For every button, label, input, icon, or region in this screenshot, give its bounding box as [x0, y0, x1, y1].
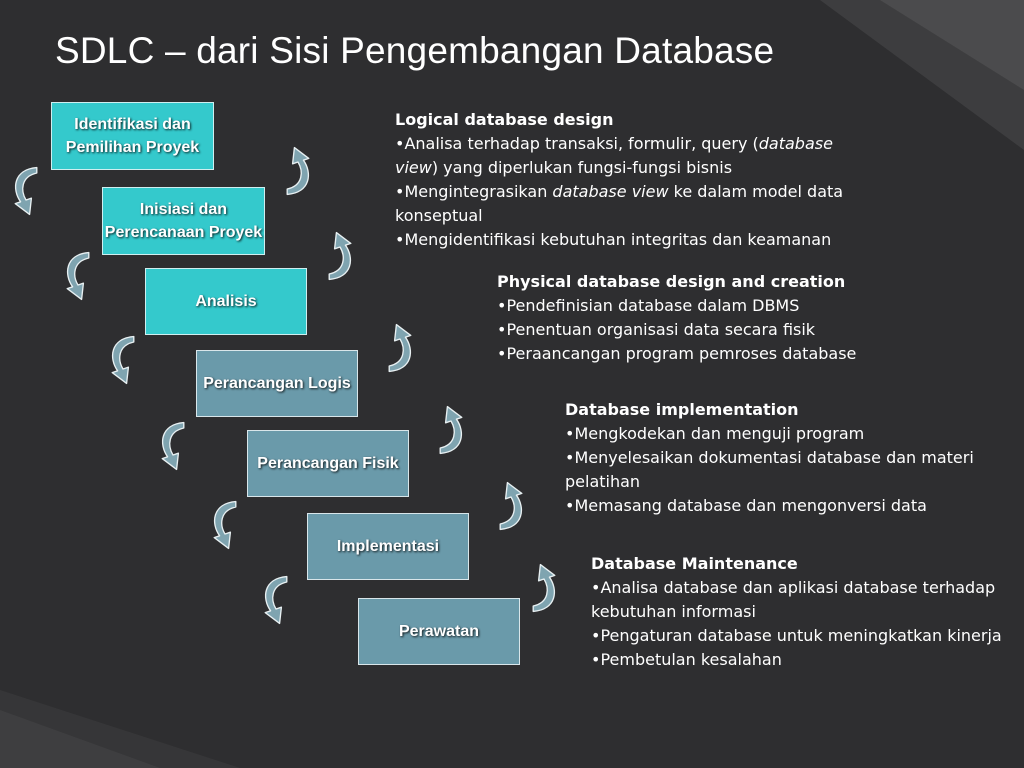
logical-design-heading: Logical database design — [395, 110, 614, 129]
step-perawatan[interactable]: Perawatan — [358, 598, 520, 665]
logical-design-item: •Mengidentifikasi kebutuhan integritas d… — [395, 230, 832, 249]
step-analisis[interactable]: Analisis — [145, 268, 307, 335]
logical-item1-rest: ) yang diperlukan fungsi-fungsi bisnis — [431, 158, 733, 177]
step-perancangan-logis[interactable]: Perancangan Logis — [196, 350, 358, 417]
physical-design-item: •Penentuan organisasi data secara fisik — [497, 320, 816, 339]
logical-design-block: Logical database design •Analisa terhada… — [395, 108, 865, 252]
step-analisis-label: Analisis — [195, 293, 257, 310]
slide-title: SDLC – dari Sisi Pengembangan Database — [55, 30, 775, 71]
maintenance-block: Database Maintenance •Analisa database d… — [591, 552, 1011, 672]
implementation-heading: Database implementation — [565, 400, 799, 419]
logical-design-item: •Mengintegrasikan database view ke dalam… — [395, 180, 865, 228]
step-identifikasi-line1: Identifikasi dan — [74, 116, 191, 133]
step-perancangan-logis-label: Perancangan Logis — [203, 375, 351, 392]
step-inisiasi-line1: Inisiasi dan — [139, 201, 228, 218]
logical-item2-emphasis: database view — [552, 182, 669, 201]
logical-design-item: •Analisa terhadap transaksi, formulir, q… — [395, 132, 865, 180]
physical-design-item: •Peraancangan program pemroses database — [497, 344, 857, 363]
physical-design-item: •Pendefinisian database dalam DBMS — [497, 296, 800, 315]
step-perancangan-fisik[interactable]: Perancangan Fisik — [247, 430, 409, 497]
step-identifikasi[interactable]: Identifikasi dan Pemilihan Proyek — [51, 102, 214, 170]
physical-design-heading: Physical database design and creation — [497, 272, 846, 291]
step-inisiasi[interactable]: Inisiasi dan Perencanaan Proyek — [102, 187, 265, 255]
maintenance-item: •Pengaturan database untuk meningkatkan … — [591, 626, 1002, 645]
maintenance-item: •Pembetulan kesalahan — [591, 650, 782, 669]
implementation-item: •Menyelesaikan dokumentasi database dan … — [565, 448, 974, 491]
implementation-item: •Memasang database dan mengonversi data — [565, 496, 927, 515]
step-perancangan-fisik-label: Perancangan Fisik — [257, 455, 399, 472]
implementation-block: Database implementation •Mengkodekan dan… — [565, 398, 1005, 518]
step-identifikasi-line2: Pemilihan Proyek — [65, 139, 200, 156]
maintenance-item: •Analisa database dan aplikasi database … — [591, 578, 996, 621]
step-implementasi[interactable]: Implementasi — [307, 513, 469, 580]
logical-item1-text: •Analisa terhadap transaksi, formulir, q… — [395, 134, 759, 153]
logical-item2-rest: ke dalam model data konseptual — [395, 182, 844, 225]
physical-design-block: Physical database design and creation •P… — [497, 270, 977, 366]
maintenance-heading: Database Maintenance — [591, 554, 798, 573]
logical-item2-text: •Mengintegrasikan — [395, 182, 553, 201]
step-perawatan-label: Perawatan — [398, 623, 480, 640]
step-implementasi-label: Implementasi — [336, 538, 440, 555]
implementation-item: •Mengkodekan dan menguji program — [565, 424, 865, 443]
step-inisiasi-line2: Perencanaan Proyek — [104, 224, 263, 241]
logical-item1-emphasis: database view — [395, 134, 833, 177]
